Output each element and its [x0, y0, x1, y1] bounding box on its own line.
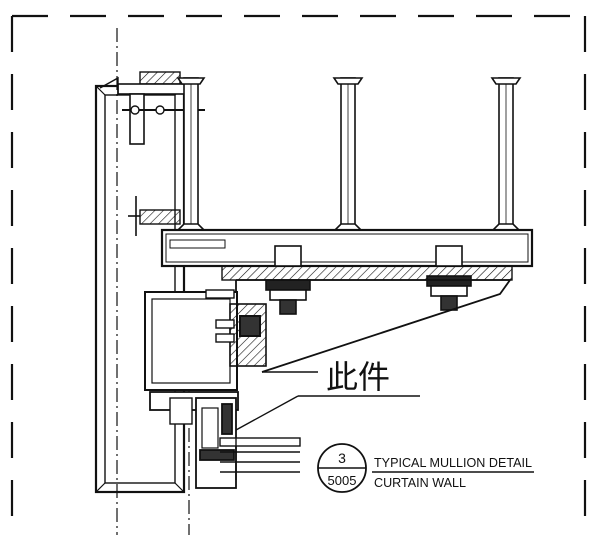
bolt-assembly-1: [265, 245, 311, 315]
cladding-panel: [94, 84, 186, 494]
leader-lines: [235, 371, 420, 431]
detail-title-line2: CURTAIN WALL: [374, 476, 466, 490]
detail-number: 3: [338, 450, 346, 466]
detail-tag: 3 5005: [317, 443, 367, 493]
detail-sheet: 5005: [328, 473, 357, 488]
hanger-rods: [176, 77, 522, 231]
glazing-frame: [149, 391, 301, 489]
detail-title-line1: TYPICAL MULLION DETAIL: [374, 456, 532, 470]
horizontal-beam: [160, 228, 534, 281]
mullion-profile: [144, 289, 267, 391]
mid-anchor: [128, 196, 181, 236]
bolt-assembly-2: [426, 245, 472, 311]
callout-chinese-text: 此件: [326, 359, 390, 395]
top-anchor: [99, 71, 205, 145]
dashed-border: [10, 14, 587, 535]
